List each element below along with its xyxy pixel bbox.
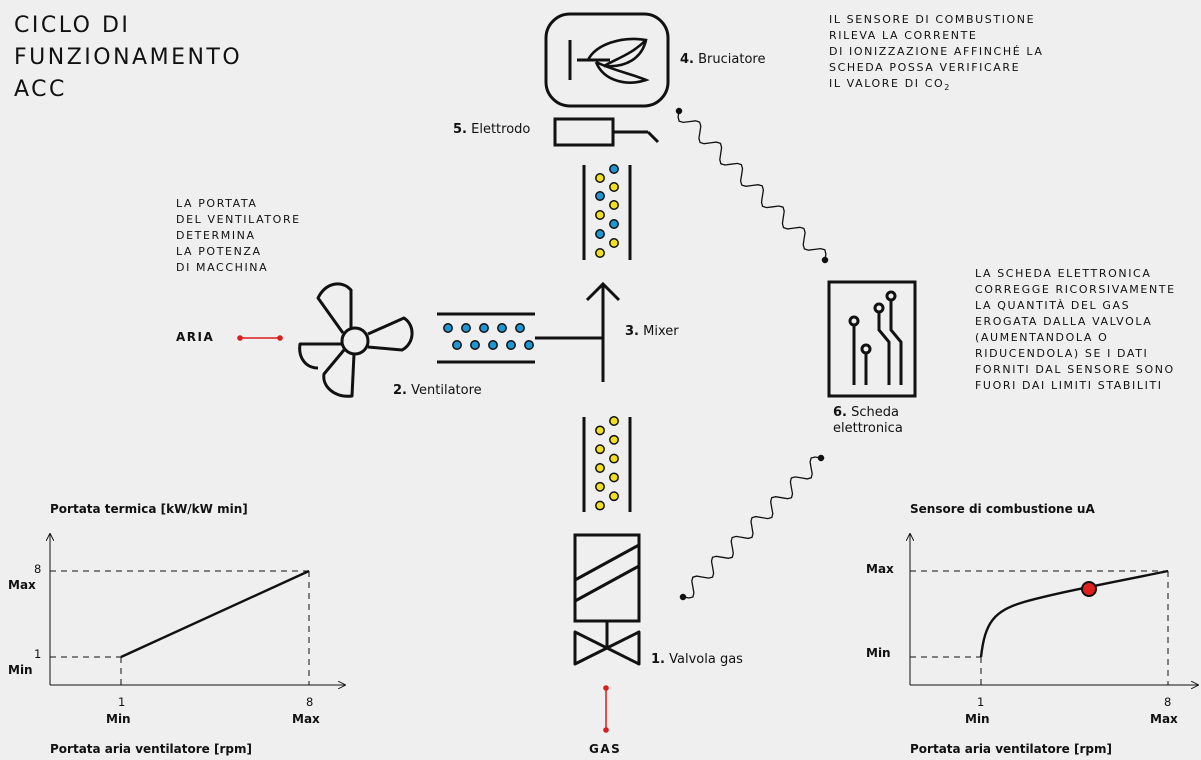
air-dot [497,323,507,333]
chart1-ytick-min: Min [8,663,33,677]
chart2-series-curve [979,569,1169,658]
chart2 [910,534,1198,685]
gas-dot [609,491,619,502]
gas-input-label: GAS [589,742,622,756]
air-dot [443,323,453,333]
board-label: 6. Scheda elettronica [833,405,903,436]
chart2-xlabel: Portata aria ventilatore [rpm] [910,742,1112,756]
gas-dot [595,210,605,220]
gas-dot [595,248,605,258]
chart1-xtick-8: 8 [306,695,314,709]
gas-dot [609,416,619,426]
note-board: LA SCHEDA ELETTRONICA CORREGGE RICORSIVA… [975,267,1176,392]
circuit-board-icon [827,280,917,398]
chart1-ytick-8: 8 [34,562,42,576]
gas-dot [609,238,619,248]
mixer-arrow-icon [535,281,621,382]
fan-icon [298,282,414,398]
gas-dot [609,182,619,192]
air-dot [595,229,605,239]
gas-input-line [603,685,609,733]
chart1 [50,534,345,685]
air-dot [506,340,516,350]
page-title: CICLO DI FUNZIONAMENTO ACC [14,13,243,102]
air-dot [470,340,480,350]
air-dot [452,340,462,350]
mixed-tube [582,165,632,260]
gas-dot [595,481,605,492]
gas-dot [595,463,605,473]
gas-dot [595,444,605,455]
sensor-signal-wire [675,107,829,264]
chart2-ytick-min: Min [866,646,891,660]
air-input-line [237,335,283,341]
note-sensor: IL SENSORE DI COMBUSTIONE RILEVA LA CORR… [829,13,1044,93]
chart2-title: Sensore di combustione uA [910,502,1095,516]
chart1-xlabel: Portata aria ventilatore [rpm] [50,742,252,756]
chart1-series-line [120,569,310,659]
air-dot [515,323,525,333]
electrode-icon [553,117,660,147]
chart1-xtick-min: Min [106,712,131,726]
air-dot [488,340,498,350]
gas-dot [609,434,619,445]
valve-control-wire [679,454,825,601]
burner-label: 4. Bruciatore [680,52,766,67]
air-dot [595,191,605,201]
mixer-label: 3. Mixer [625,324,679,339]
fan-label: 2. Ventilatore [393,383,482,398]
air-tube [437,312,535,364]
electrode-label: 5. Elettrodo [453,122,531,137]
air-dots [443,323,534,350]
chart2-ytick-max: Max [866,562,894,576]
chart2-xtick-min: Min [965,712,990,726]
chart2-xtick-8: 8 [1164,695,1172,709]
gas-dot [609,472,619,483]
note-fan: LA PORTATA DEL VENTILATORE DETERMINA LA … [176,197,301,274]
chart1-xtick-1: 1 [118,695,126,709]
gas-air-mixture-dots [595,164,619,258]
chart1-ytick-max: Max [8,578,36,592]
chart2-xtick-max: Max [1150,712,1178,726]
gas-valve-icon [573,533,641,666]
air-dot [609,219,619,229]
gas-tube [582,417,632,512]
air-dot [609,164,619,174]
air-dot [461,323,471,333]
gas-dot [595,173,605,183]
air-input-label: ARIA [176,330,215,344]
chart2-xtick-1: 1 [977,695,985,709]
chart1-ytick-1: 1 [34,647,42,661]
chart2-marker [1081,581,1097,597]
burner-icon [544,12,670,108]
chart1-xtick-max: Max [292,712,320,726]
gas-dots [595,416,619,511]
gas-dot [609,453,619,464]
air-dot [479,323,489,333]
gas-dot [609,200,619,210]
air-dot [524,340,534,350]
gas-dot [595,425,605,436]
valve-label: 1. Valvola gas [651,652,743,667]
chart1-title: Portata termica [kW/kW min] [50,502,248,516]
gas-dot [595,500,605,511]
